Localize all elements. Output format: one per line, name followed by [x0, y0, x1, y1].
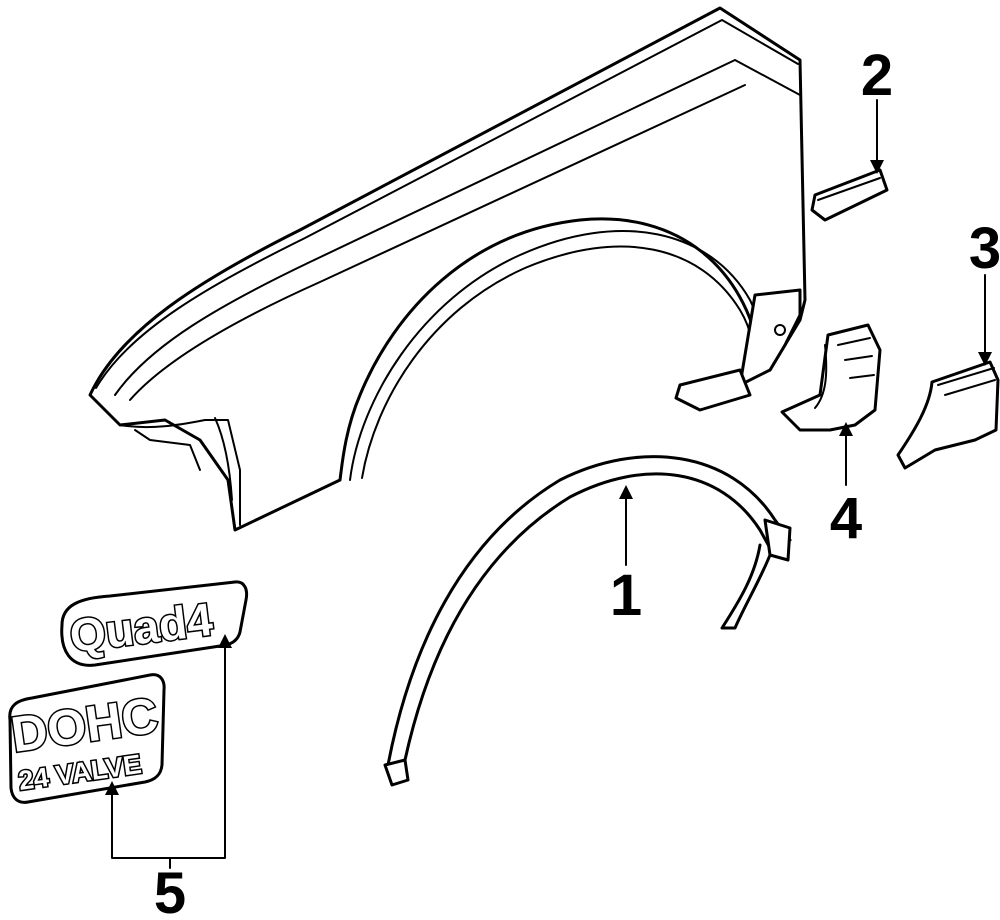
callout-1: 1: [610, 563, 642, 628]
wheel-molding-part-1: [383, 455, 792, 787]
emblem-quad4: Quad4: [60, 580, 249, 667]
callout-5: 5: [154, 861, 186, 920]
callout-4: 4: [830, 486, 862, 551]
fender: [88, 6, 807, 532]
callout-2: 2: [861, 43, 893, 108]
callout-3: 3: [969, 216, 1000, 281]
callout-numbers: 2 3 4 1 5: [154, 43, 1000, 920]
emblem-dohc: DOHC 24 VALVE: [6, 673, 166, 804]
molding-part-2: [810, 168, 889, 222]
molding-part-4: [780, 323, 882, 432]
leader-lines: [105, 99, 992, 869]
molding-part-3: [896, 360, 1000, 470]
